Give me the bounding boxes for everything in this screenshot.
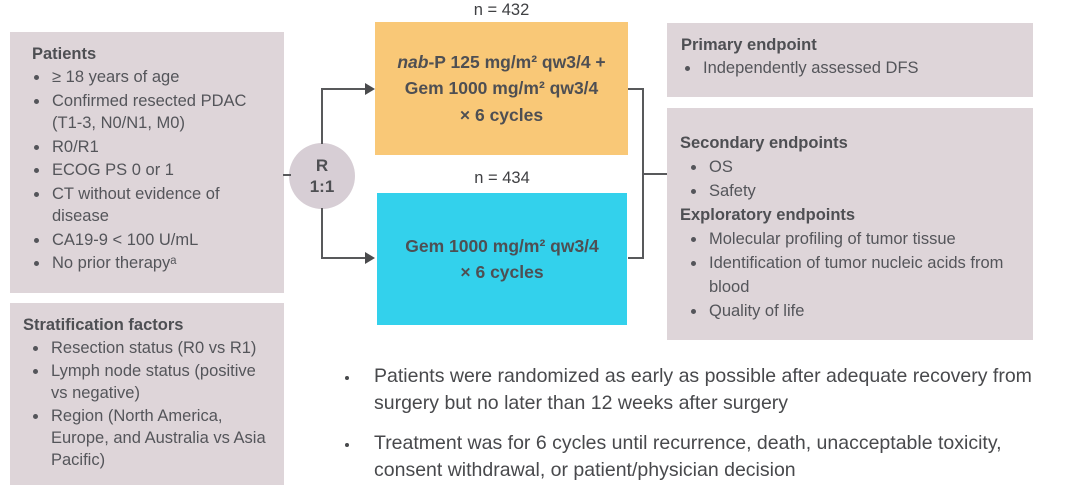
patients-item: ECOG PS 0 or 1 bbox=[50, 159, 274, 181]
connector-arm2-right bbox=[628, 257, 644, 259]
randomization-letter: R bbox=[315, 155, 329, 175]
stratification-panel: Stratification factors Resection status … bbox=[10, 303, 284, 485]
stratification-title: Stratification factors bbox=[23, 316, 184, 334]
arm1-line2: Gem 1000 mg/m² qw3/4 bbox=[404, 78, 599, 99]
patients-item: CA19-9 < 100 U/mL bbox=[50, 229, 274, 251]
stratification-item: Resection status (R0 vs R1) bbox=[49, 338, 276, 360]
connector-to-arm2 bbox=[321, 257, 367, 259]
connector-patients-to-circle bbox=[283, 174, 291, 176]
arm2-treatment-box: Gem 1000 mg/m² qw3/4 × 6 cycles bbox=[377, 193, 627, 325]
stratification-item: Region (North America, Europe, and Austr… bbox=[49, 406, 276, 472]
arm2-line1: Gem 1000 mg/m² qw3/4 bbox=[405, 235, 599, 256]
arm1-line3: × 6 cycles bbox=[459, 104, 544, 125]
exploratory-endpoints-list: Molecular profiling of tumor tissue Iden… bbox=[680, 228, 1025, 322]
randomization-circle: R 1:1 bbox=[289, 143, 355, 209]
secondary-endpoint-item: OS bbox=[707, 156, 1025, 179]
exploratory-endpoint-item: Molecular profiling of tumor tissue bbox=[707, 228, 1025, 251]
exploratory-endpoint-item: Identification of tumor nucleic acids fr… bbox=[707, 252, 1025, 298]
arrowhead-arm1-icon bbox=[365, 83, 375, 95]
footnotes: Patients were randomized as early as pos… bbox=[338, 363, 1054, 495]
arrowhead-arm2-icon bbox=[365, 252, 375, 264]
randomization-ratio: 1:1 bbox=[309, 177, 335, 196]
patients-item: CT without evidence of disease bbox=[50, 183, 274, 228]
primary-endpoint-title: Primary endpoint bbox=[681, 36, 817, 54]
exploratory-endpoints-title: Exploratory endpoints bbox=[680, 206, 856, 225]
patients-item: Confirmed resected PDAC (T1-3, N0/N1, M0… bbox=[50, 90, 274, 135]
connector-circle-up bbox=[321, 88, 323, 144]
patients-panel: Patients ≥ 18 years of age Confirmed res… bbox=[10, 32, 284, 293]
footnote-item: Treatment was for 6 cycles until recurre… bbox=[360, 430, 1054, 484]
arm1-line1-rest: -P 125 mg/m² qw3/4 + bbox=[428, 52, 606, 73]
connector-arm1-right bbox=[628, 88, 644, 90]
secondary-endpoints-title: Secondary endpoints bbox=[680, 134, 848, 152]
arm2-text: Gem 1000 mg/m² qw3/4 × 6 cycles bbox=[405, 233, 599, 286]
primary-endpoint-list: Independently assessed DFS bbox=[681, 57, 1023, 79]
footnote-item: Patients were randomized as early as pos… bbox=[360, 363, 1054, 417]
footnotes-list: Patients were randomized as early as pos… bbox=[338, 363, 1054, 484]
secondary-endpoints-panel: Secondary endpoints OS Safety Explorator… bbox=[667, 108, 1033, 340]
connector-circle-down bbox=[321, 208, 323, 259]
primary-endpoint-panel: Primary endpoint Independently assessed … bbox=[667, 23, 1033, 97]
arm1-n-label: n = 432 bbox=[473, 1, 530, 19]
stratification-list: Resection status (R0 vs R1) Lymph node s… bbox=[23, 338, 276, 472]
exploratory-endpoint-item: Quality of life bbox=[707, 300, 1025, 323]
connector-to-endpoints bbox=[642, 173, 667, 175]
arm1-drug-italic: nab bbox=[397, 52, 429, 73]
secondary-endpoints-list: OS Safety bbox=[680, 156, 1025, 203]
secondary-endpoint-item: Safety bbox=[707, 180, 1025, 203]
connector-to-arm1 bbox=[321, 88, 367, 90]
arm1-treatment-box: nab-P 125 mg/m² qw3/4 + Gem 1000 mg/m² q… bbox=[375, 22, 628, 155]
patients-title: Patients bbox=[32, 45, 97, 63]
patients-item: No prior therapyᵃ bbox=[50, 252, 274, 274]
arm1-text: nab-P 125 mg/m² qw3/4 + Gem 1000 mg/m² q… bbox=[397, 49, 605, 128]
stratification-item: Lymph node status (positive vs negative) bbox=[49, 361, 276, 405]
patients-item: R0/R1 bbox=[50, 136, 274, 158]
patients-list: ≥ 18 years of age Confirmed resected PDA… bbox=[32, 66, 274, 274]
arm2-line2: × 6 cycles bbox=[460, 262, 544, 282]
primary-endpoint-item: Independently assessed DFS bbox=[701, 57, 1023, 79]
patients-item: ≥ 18 years of age bbox=[50, 66, 274, 88]
arm2-n-label: n = 434 bbox=[474, 169, 530, 187]
